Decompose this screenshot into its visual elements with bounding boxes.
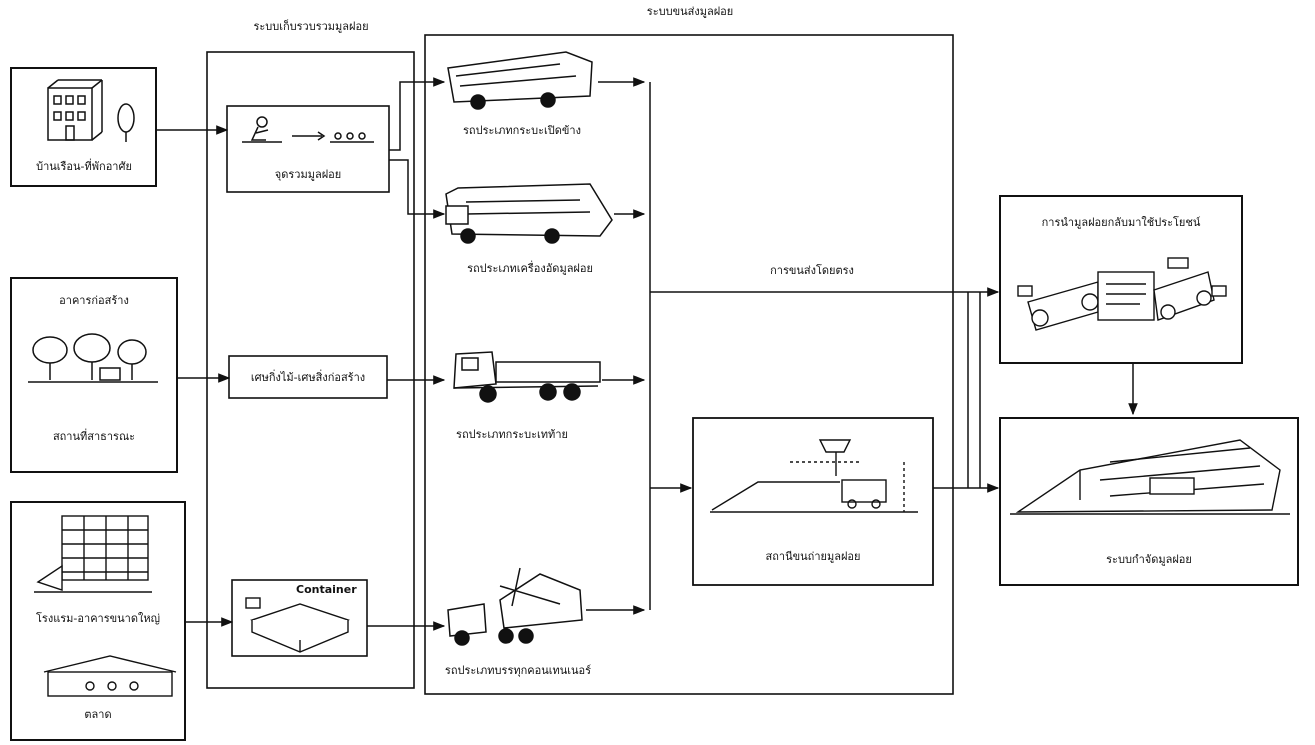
house-icon: [47, 79, 135, 142]
dump-truck-label: รถประเภทกระบะเทท้าย: [456, 428, 568, 441]
transfer-station-label: สถานีขนถ่ายมูลฝอย: [765, 550, 861, 563]
collection-point-box: [226, 105, 390, 193]
trees-icon: [28, 333, 158, 383]
collection-section-title: ระบบเก็บรวบรวมมูลฝอย: [253, 20, 369, 33]
market-label: ตลาด: [84, 708, 112, 721]
construction-waste-label: เศษกิ่งไม้-เศษสิ่งก่อสร้าง: [250, 371, 366, 384]
compactor-truck-icon: [445, 183, 613, 244]
dump-truck-icon: [453, 351, 601, 403]
transfer-station-box: [692, 417, 934, 586]
recycling-label: การนำมูลฝอยกลับมาใช้ประโยชน์: [1041, 216, 1201, 229]
recycling-machine-icon: [1017, 257, 1227, 331]
landfill-icon: [1010, 439, 1290, 515]
direct-transport-label: การขนส่งโดยตรง: [770, 264, 854, 277]
collection-point-label: จุดรวมมูลฝอย: [274, 168, 342, 181]
transport-section-frame: [424, 34, 954, 695]
collection-section-frame: [206, 51, 415, 689]
household-label: บ้านเรือน-ที่พักอาศัย: [36, 160, 132, 173]
factory-icon: [34, 515, 152, 593]
container-truck-icon: [447, 567, 583, 646]
flow-lines: [156, 77, 1138, 631]
construction-label: อาคารก่อสร้าง: [59, 294, 129, 307]
transport-section-title: ระบบขนส่งมูลฝอย: [646, 5, 734, 18]
public-place-label: สถานที่สาธารณะ: [52, 430, 136, 443]
open-truck-label: รถประเภทกระบะเปิดข้าง: [463, 124, 581, 137]
transfer-station-icon: [710, 439, 918, 513]
factory-building-label: โรงแรม-อาคารขนาดใหญ่: [36, 612, 160, 625]
container-icon: [245, 597, 350, 653]
person-icon: [242, 116, 374, 143]
container-truck-label: รถประเภทบรรทุกคอนเทนเนอร์: [444, 664, 592, 677]
construction-box: [10, 277, 178, 473]
compactor-truck-label: รถประเภทเครื่องอัดมูลฝอย: [467, 262, 593, 275]
container-label: Container: [296, 583, 357, 596]
market-icon: [43, 655, 177, 697]
disposal-label: ระบบกำจัดมูลฝอย: [1106, 553, 1192, 566]
open-truck-icon: [447, 51, 593, 110]
